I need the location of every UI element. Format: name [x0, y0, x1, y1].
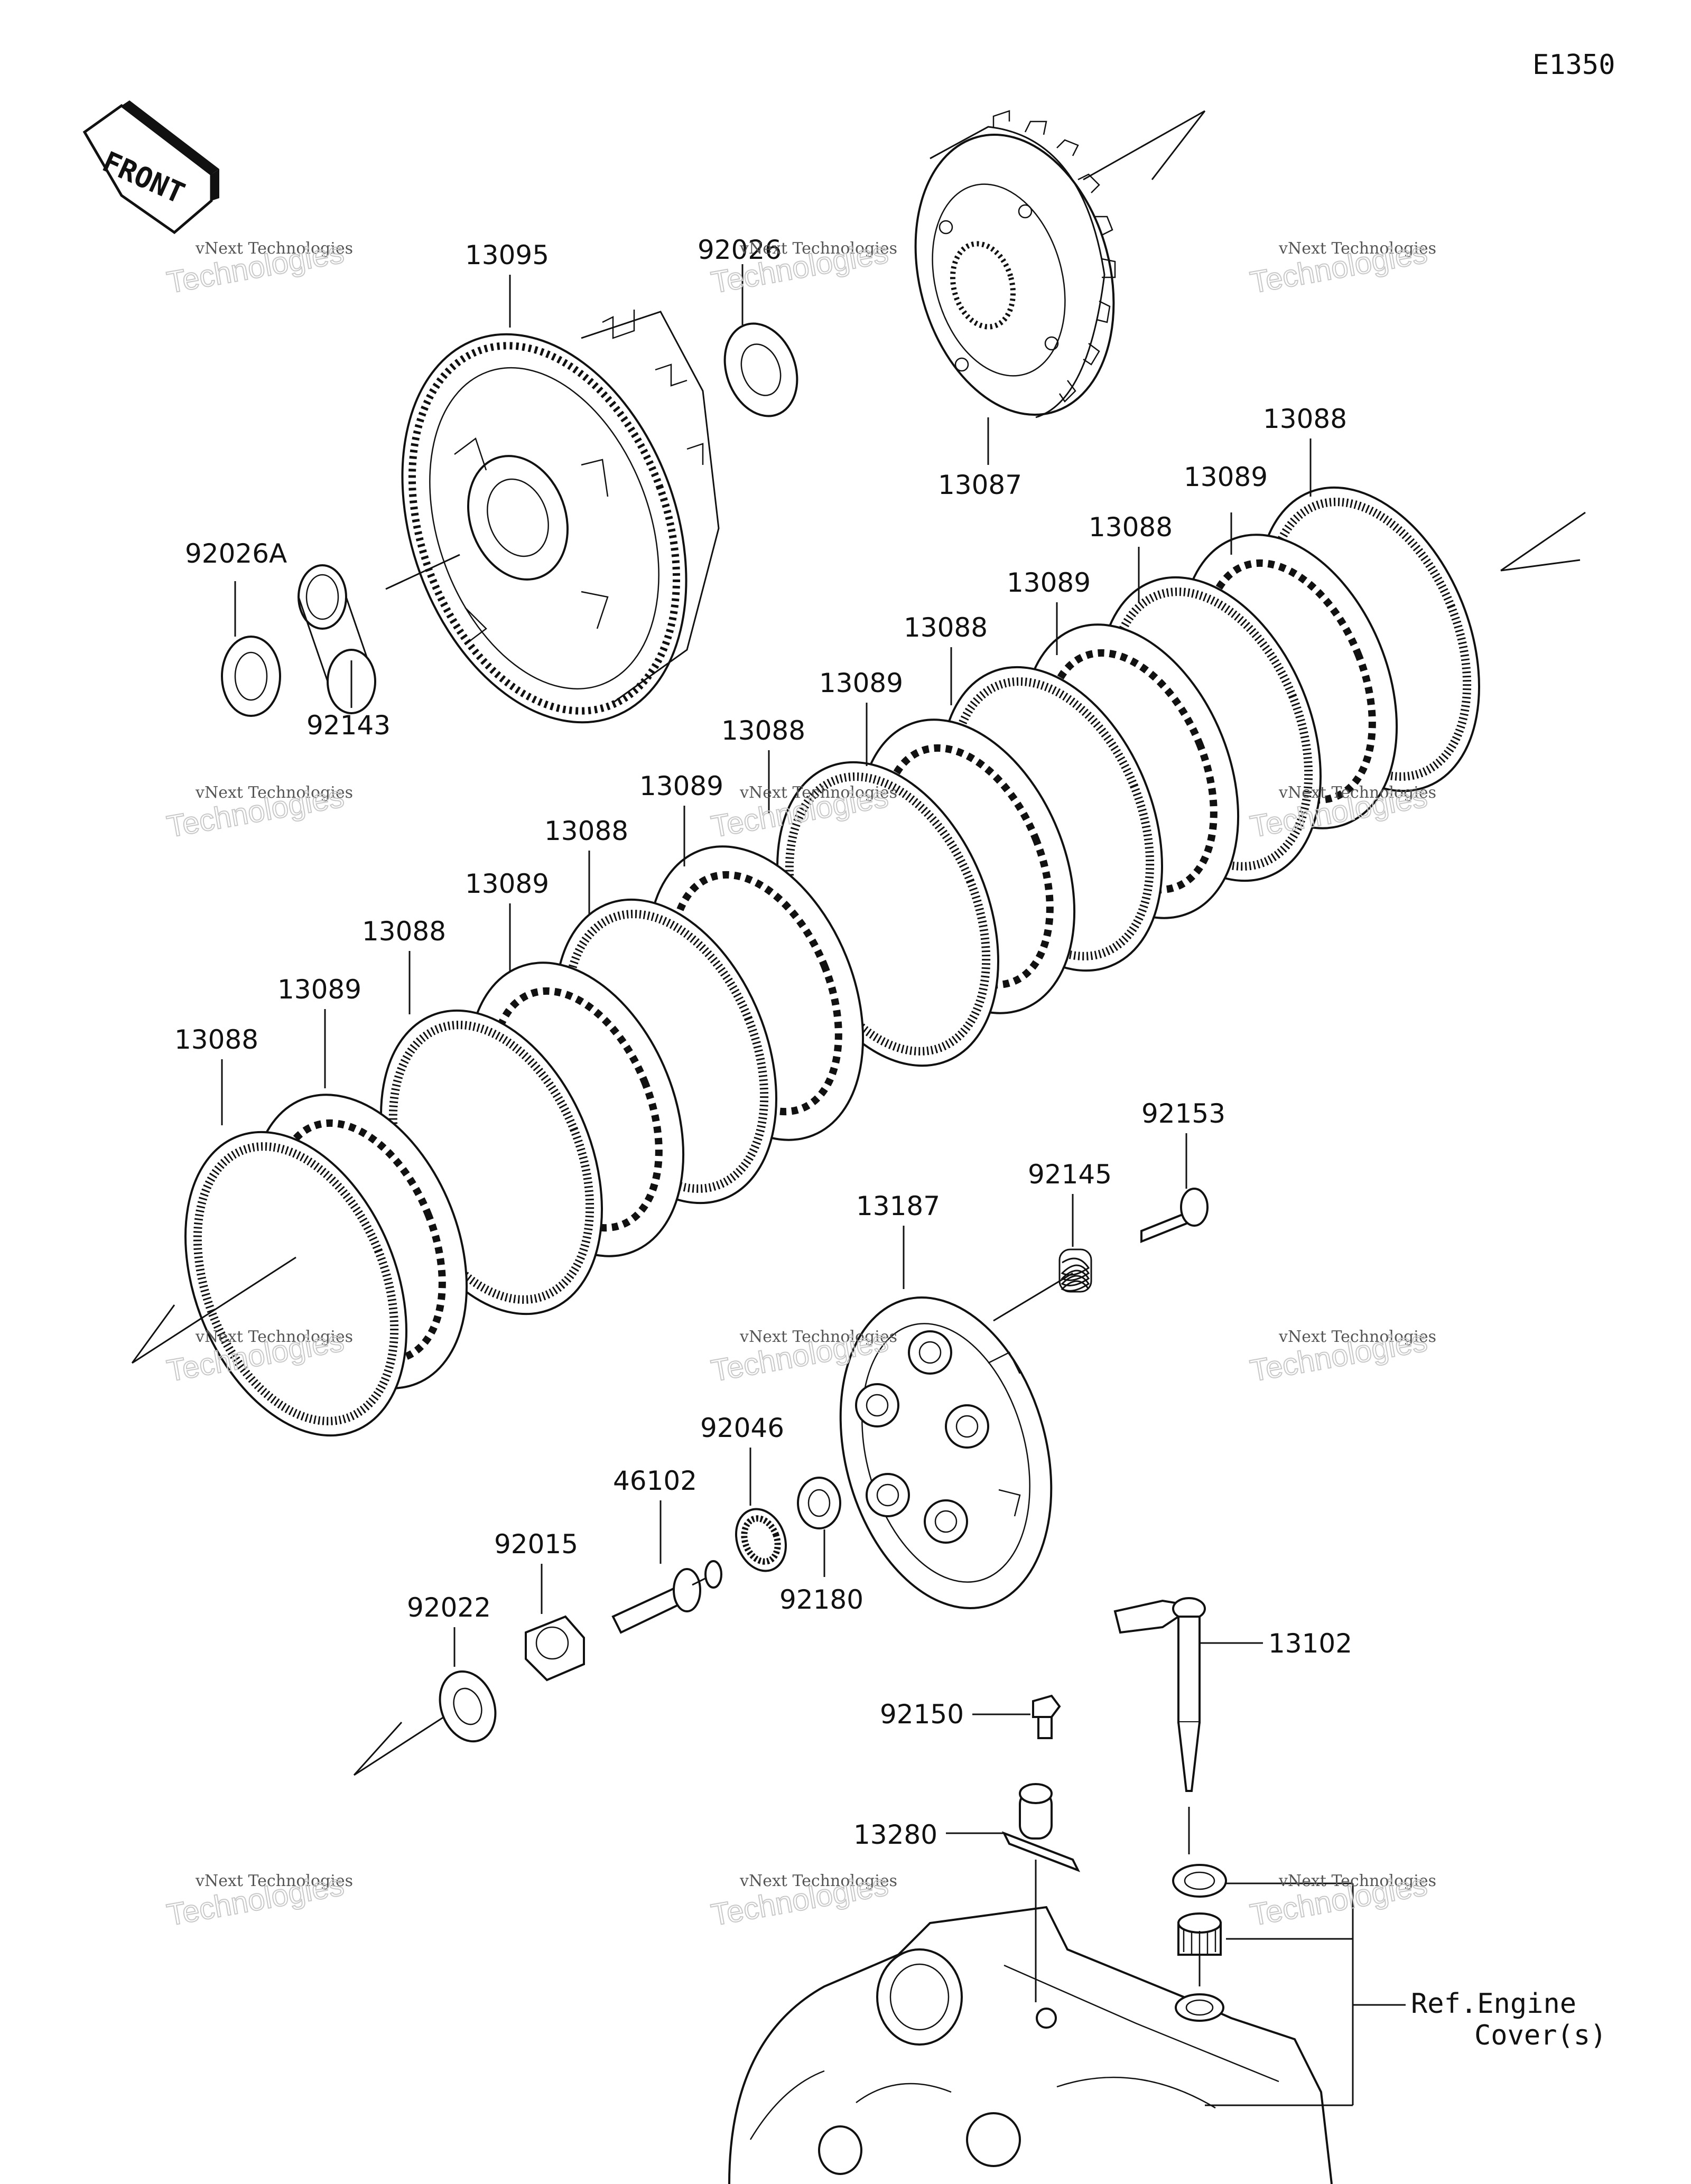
- label-13095: 13095: [465, 240, 549, 270]
- svg-text:vNext Technologies: vNext Technologies: [739, 1328, 897, 1346]
- clutch-hub-13087: [914, 110, 1116, 418]
- svg-text:vNext Technologies: vNext Technologies: [739, 1872, 897, 1890]
- needle-bearing: [1177, 1912, 1222, 1956]
- washer-92022: [439, 1670, 497, 1743]
- svg-text:vNext Technologies: vNext Technologies: [739, 783, 897, 802]
- push-rod-46102: [611, 1560, 722, 1634]
- label-92145: 92145: [1028, 1159, 1112, 1190]
- front-arrow-icon: FRONT: [82, 100, 219, 235]
- engine-cover: [728, 1906, 1333, 2184]
- label-13089-f: 13089: [1184, 462, 1268, 492]
- label-13088-g: 13088: [1263, 404, 1347, 434]
- svg-text:vNext Technologies: vNext Technologies: [195, 783, 353, 802]
- label-13088-a: 13088: [174, 1024, 258, 1055]
- label-92015: 92015: [494, 1529, 578, 1560]
- label-13088-d: 13088: [721, 715, 805, 746]
- label-92150: 92150: [880, 1699, 964, 1730]
- washer-92026A: [221, 636, 281, 717]
- label-13088-c: 13088: [544, 816, 628, 846]
- reference-label-line2: Cover(s): [1474, 2020, 1606, 2051]
- label-92022: 92022: [407, 1592, 491, 1623]
- svg-text:vNext Technologies: vNext Technologies: [1278, 239, 1436, 258]
- svg-text:vNext Technologies: vNext Technologies: [195, 1872, 353, 1890]
- label-13187: 13187: [856, 1191, 940, 1221]
- bolt-92153: [1140, 1188, 1209, 1243]
- svg-text:vNext Technologies: vNext Technologies: [1278, 1328, 1436, 1346]
- plate-stack: [184, 486, 1480, 1437]
- washer-92180: [797, 1477, 841, 1529]
- label-13089-c: 13089: [639, 771, 723, 801]
- label-46102: 46102: [613, 1466, 697, 1496]
- label-92153: 92153: [1141, 1098, 1225, 1129]
- washer-92026: [723, 322, 798, 417]
- svg-text:vNext Technologies: vNext Technologies: [1278, 783, 1436, 802]
- spring-92145: [1058, 1248, 1092, 1293]
- label-92046: 92046: [700, 1413, 784, 1443]
- label-13088-b: 13088: [362, 916, 446, 947]
- nut-92015: [525, 1615, 585, 1682]
- bolt-92150: [1032, 1694, 1061, 1739]
- pressure-plate-13187: [839, 1296, 1053, 1609]
- oil-seal: [1172, 1864, 1227, 1898]
- label-13088-e: 13088: [904, 612, 988, 643]
- label-13089-b: 13089: [465, 869, 549, 899]
- clutch-housing-13095: [401, 310, 720, 724]
- label-92026: 92026: [698, 235, 782, 265]
- label-13280: 13280: [853, 1819, 937, 1850]
- label-13089-a: 13089: [277, 974, 361, 1005]
- label-13089-e: 13089: [1007, 567, 1091, 598]
- label-13088-f: 13088: [1089, 512, 1173, 543]
- label-92180: 92180: [779, 1584, 863, 1615]
- svg-text:vNext Technologies: vNext Technologies: [195, 1328, 353, 1346]
- label-13089-d: 13089: [819, 668, 903, 698]
- svg-text:vNext Technologies: vNext Technologies: [195, 239, 353, 258]
- label-92143: 92143: [306, 710, 391, 741]
- reference-label-line1: Ref.Engine: [1411, 1988, 1576, 2020]
- svg-text:vNext Technologies: vNext Technologies: [1278, 1872, 1436, 1890]
- release-shaft-13102: [1113, 1597, 1206, 1792]
- bracket-13280: [1001, 1783, 1081, 1872]
- bushing-92143: [298, 564, 376, 714]
- label-92026A: 92026A: [185, 538, 287, 569]
- svg-text:vNext Technologies: vNext Technologies: [739, 239, 897, 258]
- bearing-92046: [735, 1508, 787, 1572]
- diagram-code: E1350: [1532, 49, 1615, 81]
- label-13102: 13102: [1268, 1628, 1352, 1659]
- label-13087: 13087: [938, 470, 1022, 500]
